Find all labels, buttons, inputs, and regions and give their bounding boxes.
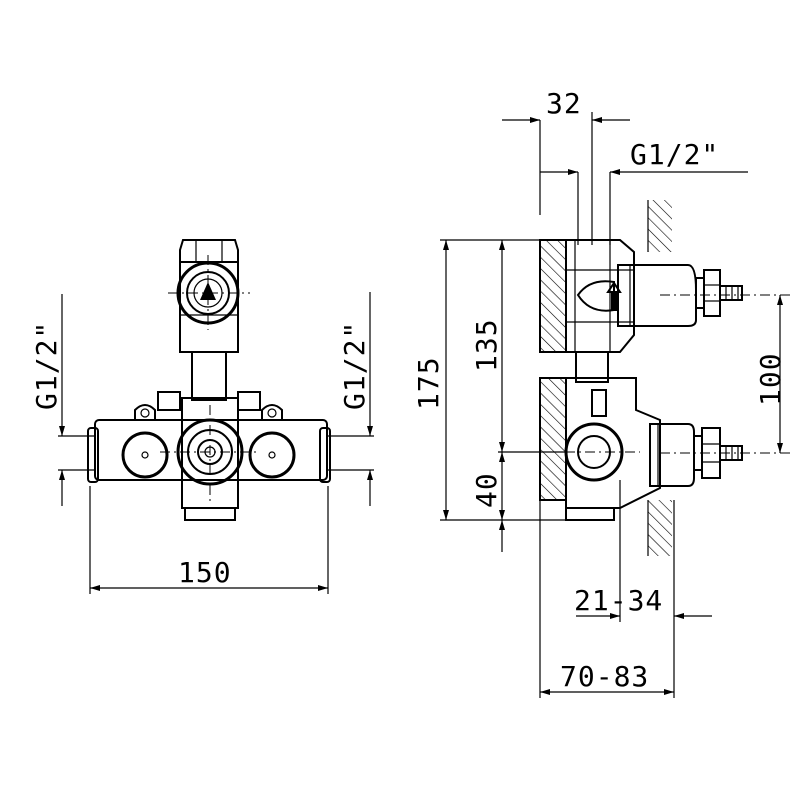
lower-top-stub (591, 389, 607, 417)
finished-wall-hatch-top (648, 200, 672, 252)
wall-hatch-lower (540, 378, 566, 500)
upper-spindle (719, 285, 743, 301)
center-bottom-cap (184, 507, 236, 521)
mount-tab-left (134, 404, 156, 420)
dim-spindle-spacing: 100 (754, 352, 787, 406)
right-plug (248, 431, 296, 479)
dim-upper-height: 135 (470, 318, 503, 372)
clip-right (237, 391, 261, 411)
lower-bottom-cap (565, 507, 615, 521)
mount-tab-right (261, 404, 283, 420)
side-connecting-pipe (575, 351, 609, 383)
upper-valve-side (565, 239, 635, 353)
top-hex-nut (179, 239, 239, 263)
dim-right-thread: G1/2" (338, 321, 371, 410)
dim-total-height: 175 (412, 356, 445, 410)
front-view: G1/2" G1/2" 150 (30, 239, 374, 594)
connecting-pipe (191, 351, 227, 401)
clip-left (157, 391, 181, 411)
lower-cartridge-side (649, 423, 695, 487)
dim-top-width: 32 (546, 87, 582, 120)
dim-wall-min-max: 21-34 (574, 584, 663, 617)
left-outlet (87, 427, 99, 483)
finished-wall-hatch-bottom (648, 500, 672, 556)
dim-depth-min-max: 70-83 (560, 660, 649, 693)
right-outlet (319, 427, 331, 483)
dim-left-thread: G1/2" (30, 321, 63, 410)
dim-lower-height: 40 (470, 472, 503, 508)
left-plug (121, 431, 169, 479)
dim-top-thread: G1/2" (630, 138, 719, 171)
upper-cartridge-side (617, 264, 697, 327)
wall-hatch-upper (540, 240, 566, 352)
side-view: 32 G1/2" 175 135 40 100 21-34 70-83 (412, 87, 790, 698)
dim-width: 150 (178, 556, 232, 589)
upper-spindle-hex (703, 269, 721, 317)
